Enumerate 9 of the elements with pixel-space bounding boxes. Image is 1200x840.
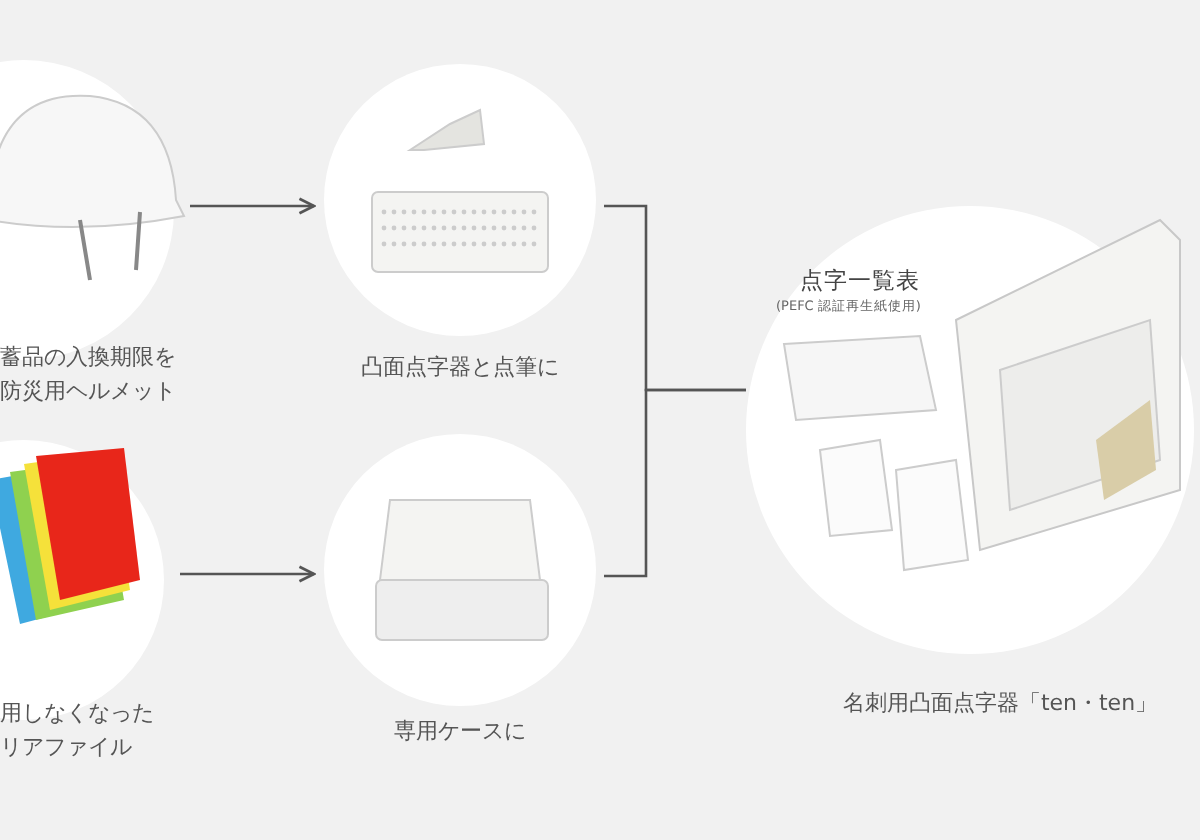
node-label: 蓄品の入換期限を防災用ヘルメット	[0, 342, 178, 408]
node-label: 名刺用凸面点字器「ten・ten」	[840, 688, 1160, 720]
arrow	[180, 565, 316, 583]
node-label: 凸面点字器と点筆に	[359, 352, 561, 384]
connector-line	[604, 388, 746, 578]
node-label: 用しなくなったリアファイル	[0, 698, 156, 764]
item-label: 点字一覧表	[800, 266, 920, 296]
node-label: 専用ケースに	[392, 716, 528, 748]
arrow	[190, 197, 316, 215]
